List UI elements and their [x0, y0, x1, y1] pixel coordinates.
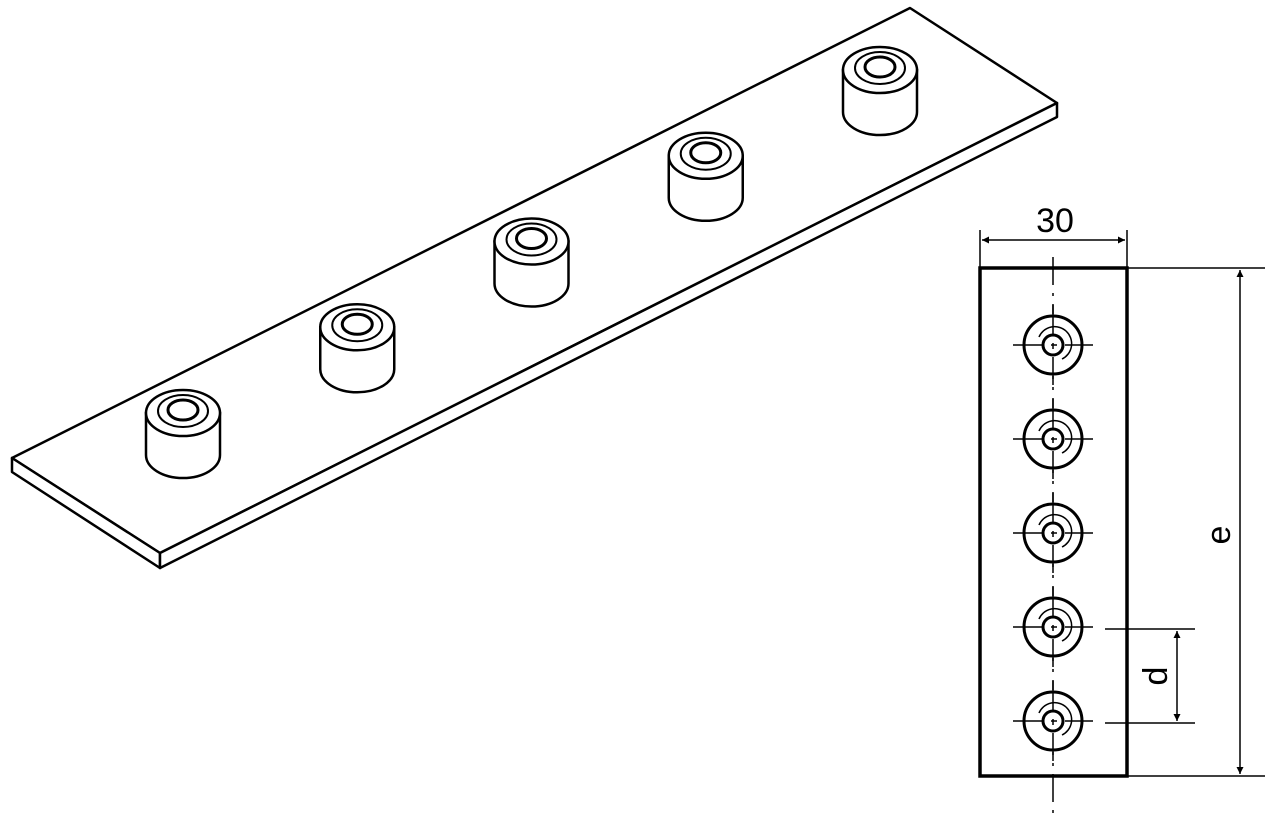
dimension-width: [979, 230, 1128, 268]
hole-thread-arc: [1038, 419, 1073, 454]
standoff-hole: [340, 312, 374, 336]
top-view-hole: [1013, 587, 1093, 667]
dimension-length-label: e: [1200, 526, 1238, 545]
top-view-hole: [1013, 399, 1093, 479]
hole-thread-arc: [1038, 607, 1073, 642]
top-view-hole: [1013, 681, 1093, 761]
standoff-hole: [689, 141, 723, 165]
standoff-hole: [515, 227, 548, 250]
hole-thread-arc: [1038, 325, 1073, 360]
plate-side-edge: [158, 101, 1059, 570]
dimension-pitch-label: d: [1137, 667, 1175, 686]
standoff-hole: [166, 398, 200, 422]
top-view-holes: [1013, 305, 1093, 761]
dimension-length: [1127, 267, 1265, 777]
top-view-hole: [1013, 493, 1093, 573]
dimension-pitch: [1105, 628, 1195, 724]
standoff: [144, 388, 222, 480]
dimension-width-label: 30: [1036, 202, 1074, 240]
standoff: [493, 217, 570, 308]
standoff: [319, 303, 396, 394]
standoff: [667, 131, 744, 222]
standoff: [841, 45, 919, 137]
top-view-hole: [1013, 305, 1093, 385]
standoff-hole: [863, 55, 897, 79]
hole-thread-arc: [1038, 701, 1073, 736]
top-view: [978, 257, 1129, 817]
isometric-standoffs: [144, 45, 919, 480]
hole-thread-arc: [1038, 513, 1073, 548]
